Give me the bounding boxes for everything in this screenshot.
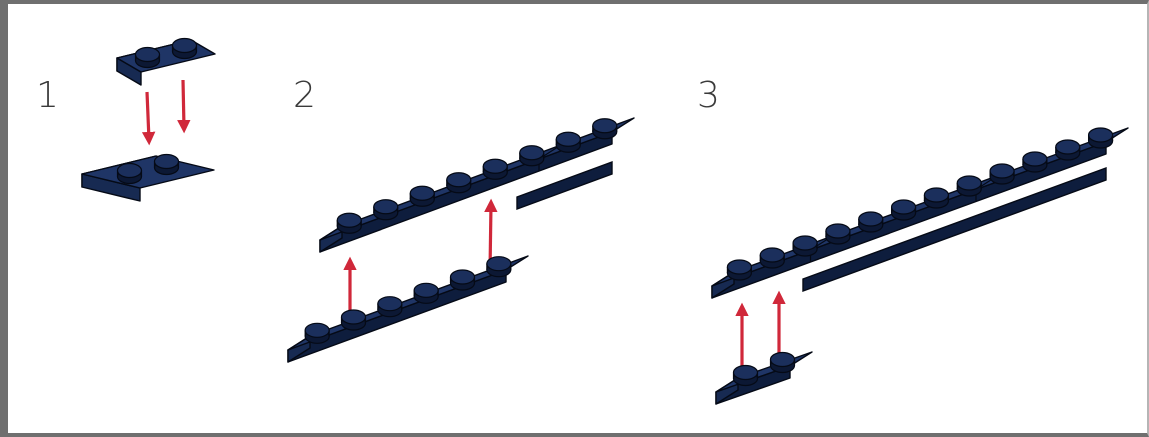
- stud: [377, 296, 403, 318]
- stud: [482, 158, 508, 180]
- arrow-down-right: [177, 79, 191, 134]
- stud: [792, 235, 818, 257]
- stud: [732, 364, 759, 387]
- stud: [449, 269, 476, 291]
- stud: [890, 199, 917, 221]
- stud: [519, 145, 545, 167]
- stud: [486, 256, 512, 278]
- plate-1x2-new: [715, 351, 813, 405]
- stud: [413, 282, 439, 304]
- stud: [409, 185, 435, 207]
- stud: [336, 212, 362, 234]
- plate-underside: [802, 166, 1107, 293]
- step-number-2: 2: [293, 75, 316, 116]
- plate-underside: [516, 160, 613, 211]
- stud: [956, 175, 982, 197]
- stud: [769, 351, 796, 374]
- step-1-illustration: [81, 37, 216, 202]
- stud: [304, 322, 330, 344]
- stud: [446, 172, 472, 194]
- step-number-3: 3: [697, 75, 720, 116]
- step-number-1: 1: [36, 75, 59, 116]
- stud: [759, 247, 785, 269]
- stud: [1055, 139, 1081, 161]
- stud: [989, 163, 1015, 185]
- stud: [134, 46, 161, 69]
- stud: [592, 118, 618, 140]
- stud: [116, 162, 143, 185]
- stud: [153, 153, 180, 176]
- stud: [1087, 127, 1114, 149]
- stud: [726, 259, 753, 281]
- stud: [171, 37, 198, 60]
- stud: [858, 211, 884, 233]
- stud: [923, 187, 950, 209]
- stud: [373, 199, 399, 221]
- stud: [340, 309, 367, 331]
- step-2-illustration: [287, 117, 635, 363]
- stud: [1022, 151, 1048, 173]
- plate-upper-assembly: [319, 117, 635, 253]
- step-3-illustration: [711, 127, 1129, 405]
- arrow-down-left: [141, 91, 156, 146]
- plate-long-assembly: [711, 127, 1129, 299]
- plate-1x2-bottom: [81, 153, 215, 202]
- stud: [555, 131, 581, 153]
- plate-1x6-new: [287, 255, 529, 363]
- plate-1x2-top: [116, 37, 216, 86]
- stud: [825, 223, 851, 245]
